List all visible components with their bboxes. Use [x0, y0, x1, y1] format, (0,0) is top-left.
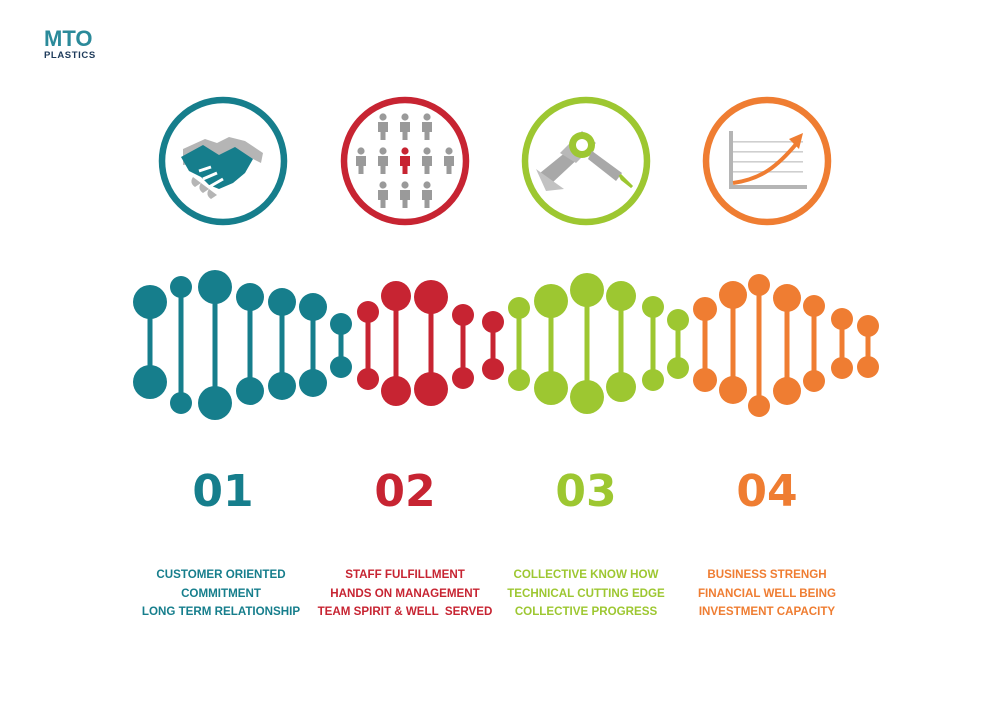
person-icon	[444, 147, 454, 174]
dna-segment	[693, 274, 879, 417]
caption-line: COMMITMENT	[181, 586, 261, 600]
pillar-icon-circle	[521, 96, 651, 226]
pillar-icon-circle	[702, 96, 832, 226]
person-icon	[422, 181, 432, 208]
dna-rung	[198, 270, 232, 420]
person-icon	[422, 113, 432, 140]
pillar-caption: STAFF FULFILLMENT HANDS ON MANAGEMENT TEAM…	[305, 566, 505, 622]
team-people-icon	[356, 113, 454, 208]
dna-segment	[133, 270, 352, 420]
pillar-caption: COLLECTIVE KNOW HOW TECHNICAL CUTTING EDG…	[486, 566, 686, 622]
caption-line: TECHNICAL CUTTING EDGE	[507, 586, 665, 600]
dna-rung	[508, 297, 530, 391]
caption-line: TEAM SPIRIT & WELL SERVED	[317, 605, 493, 618]
growth-chart-icon	[729, 131, 807, 189]
pillar-caption: CUSTOMER ORIENTED COMMITMENT LONG TERM REL…	[121, 566, 321, 622]
person-icon	[422, 147, 432, 174]
dna-rung	[831, 308, 853, 379]
dna-rung	[452, 304, 474, 389]
person-icon	[378, 113, 388, 140]
person-icon	[378, 181, 388, 208]
caption-line: HANDS ON MANAGEMENT	[330, 586, 480, 600]
caption-line: COLLECTIVE KNOW HOW	[513, 568, 659, 581]
person-icon	[400, 147, 410, 174]
pillar-number: 03	[555, 466, 617, 517]
dna-segment	[508, 273, 689, 414]
dna-rung	[133, 285, 167, 399]
dna-rung	[773, 284, 801, 405]
pillar-icon-circle	[158, 96, 288, 226]
icon-ring	[521, 96, 651, 226]
dna-rung	[236, 283, 264, 405]
dna-rung	[693, 297, 717, 392]
dna-rung	[534, 284, 568, 405]
dna-rung	[482, 311, 504, 380]
dna-rung	[330, 313, 352, 378]
logo-letter-m: M	[44, 26, 63, 51]
pillar-number: 01	[192, 466, 254, 517]
person-icon	[400, 113, 410, 140]
pillar-number: 04	[736, 466, 798, 517]
robot-arm-icon	[536, 131, 634, 191]
dna-rung	[357, 301, 379, 390]
caption-line: INVESTMENT CAPACITY	[698, 605, 836, 618]
caption-line: CUSTOMER ORIENTED	[156, 568, 286, 581]
dna-rung	[570, 273, 604, 414]
dna-rung	[857, 315, 879, 378]
caption-line: COLLECTIVE PROGRESS	[514, 605, 658, 618]
person-icon	[356, 147, 366, 174]
caption-line: BUSINESS STRENGH	[707, 568, 827, 581]
dna-segment	[357, 280, 504, 406]
pillar-icon-circle	[340, 96, 470, 226]
person-icon	[400, 181, 410, 208]
caption-line: FINANCIAL WELL BEING	[697, 586, 837, 600]
logo-letters-to: TO	[62, 26, 93, 51]
person-icon	[378, 147, 388, 174]
dna-rung	[381, 281, 411, 406]
dna-rung	[268, 288, 296, 400]
pillar-caption: BUSINESS STRENGH FINANCIAL WELL BEING INVE…	[667, 566, 867, 622]
logo-subtitle: PLASTICS	[44, 50, 96, 61]
dna-rung	[414, 280, 448, 406]
dna-rung	[299, 293, 327, 397]
dna-rung	[719, 281, 747, 404]
caption-line: LONG TERM RELATIONSHIP	[141, 605, 301, 618]
dna-rung	[642, 296, 664, 391]
dna-rung	[667, 309, 689, 379]
dna-rung	[803, 295, 825, 392]
handshake-icon	[181, 137, 263, 199]
dna-rung	[170, 276, 192, 414]
dna-rung	[748, 274, 770, 417]
pillar-number: 02	[374, 466, 436, 517]
caption-line: STAFF FULFILLMENT	[345, 568, 465, 581]
dna-rung	[606, 281, 636, 402]
